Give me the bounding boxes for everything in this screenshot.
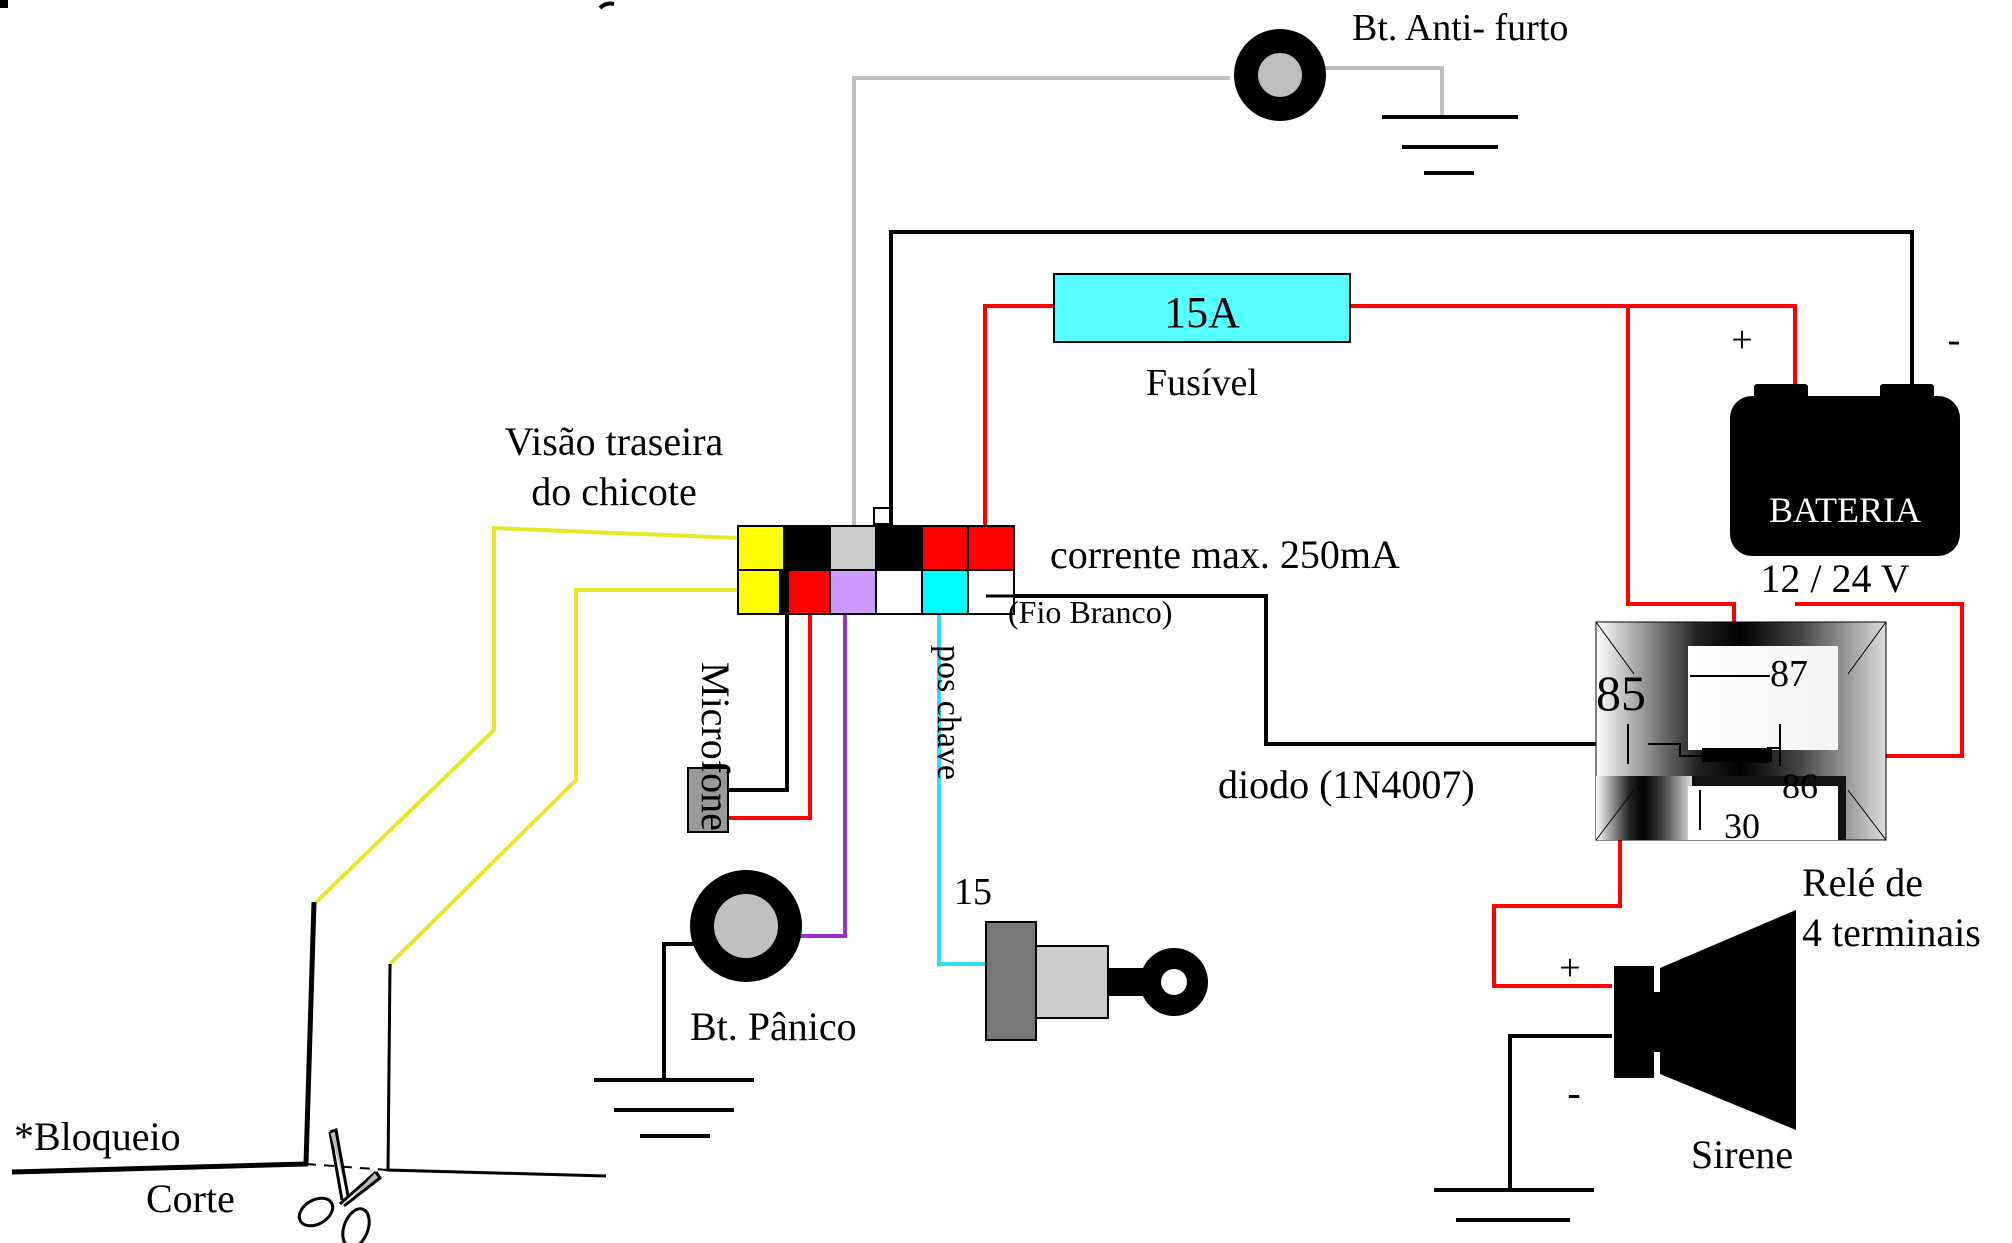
white-wire-relay-85 bbox=[986, 594, 1640, 746]
crop-mark bbox=[0, 0, 8, 8]
siren-ground-wire bbox=[1508, 1034, 1612, 1188]
black-wire-stub bbox=[779, 570, 789, 614]
pos-chave-label: pos chave bbox=[930, 645, 967, 780]
battery-plus: + bbox=[1731, 319, 1752, 361]
purple-wire-panico bbox=[790, 612, 847, 938]
anti-furto-button-icon bbox=[1234, 29, 1326, 121]
fuse-icon bbox=[1053, 273, 1351, 343]
corte-label: Corte bbox=[146, 1176, 235, 1221]
red-wire-fuse-in bbox=[983, 304, 1054, 528]
microfone-label: Microfone bbox=[693, 662, 738, 831]
battery-icon bbox=[1730, 384, 1960, 556]
yellow-wire-bloqueio-1 bbox=[314, 525, 739, 904]
cut-dashes bbox=[305, 1163, 389, 1171]
gray-wire-antifurto bbox=[852, 76, 1230, 528]
visao-label-line2: do chicote bbox=[531, 469, 697, 514]
siren-icon bbox=[1614, 910, 1796, 1130]
fuse-value: 15A bbox=[1164, 288, 1240, 337]
relay-86-label: 86 bbox=[1782, 766, 1818, 806]
diodo-label: diodo (1N4007) bbox=[1218, 762, 1475, 807]
relay-icon bbox=[1595, 621, 1887, 841]
fuse-label: Fusível bbox=[1146, 362, 1258, 404]
relay-85-label: 85 bbox=[1596, 665, 1646, 721]
crop-mark bbox=[598, 1, 615, 10]
ground-icon bbox=[594, 1078, 754, 1138]
bloqueio-line-right bbox=[386, 963, 607, 1178]
visao-label-line1: Visão traseira bbox=[505, 419, 724, 464]
black-wire-microfone bbox=[726, 612, 789, 792]
rele-label-line1: Relé de bbox=[1802, 860, 1923, 905]
red-wire-microfone bbox=[726, 612, 812, 820]
bloqueio-label: *Bloqueio bbox=[14, 1114, 181, 1159]
battery-minus: - bbox=[1948, 319, 1961, 361]
cyan-wire-pos-chave bbox=[937, 612, 992, 966]
key-15-label: 15 bbox=[954, 871, 992, 913]
yellow-wire-bloqueio-2 bbox=[388, 588, 738, 966]
relay-87-label: 87 bbox=[1770, 653, 1808, 695]
harness-connector bbox=[737, 507, 1015, 615]
scissors-icon bbox=[297, 1128, 383, 1243]
red-wire-fuse-out bbox=[1350, 304, 1797, 388]
ground-icon bbox=[1382, 115, 1518, 175]
corrente-label: corrente max. 250mA bbox=[1050, 532, 1400, 577]
battery-label: BATERIA bbox=[1769, 490, 1921, 530]
ground-icon bbox=[1434, 1188, 1594, 1222]
relay-30-label: 30 bbox=[1724, 806, 1760, 846]
sirene-label: Sirene bbox=[1691, 1132, 1793, 1177]
ignition-key-icon bbox=[985, 921, 1208, 1041]
black-wire-battery-negative bbox=[889, 230, 1914, 528]
panico-ground-wire bbox=[662, 942, 702, 1078]
microfone-icon bbox=[687, 767, 729, 833]
anti-furto-label: Bt. Anti- furto bbox=[1352, 7, 1568, 49]
panico-label: Bt. Pânico bbox=[690, 1004, 857, 1049]
fio-branco-label: (Fio Branco) bbox=[1008, 594, 1172, 630]
antifurto-ground-wire bbox=[1316, 66, 1444, 116]
battery-voltage: 12 / 24 V bbox=[1760, 556, 1909, 601]
rele-label-line2: 4 terminais bbox=[1802, 910, 1981, 955]
red-wire-relay-87 bbox=[1626, 306, 1736, 676]
panico-button-icon bbox=[690, 870, 802, 982]
siren-minus: - bbox=[1567, 1070, 1580, 1115]
siren-plus: + bbox=[1559, 947, 1580, 989]
